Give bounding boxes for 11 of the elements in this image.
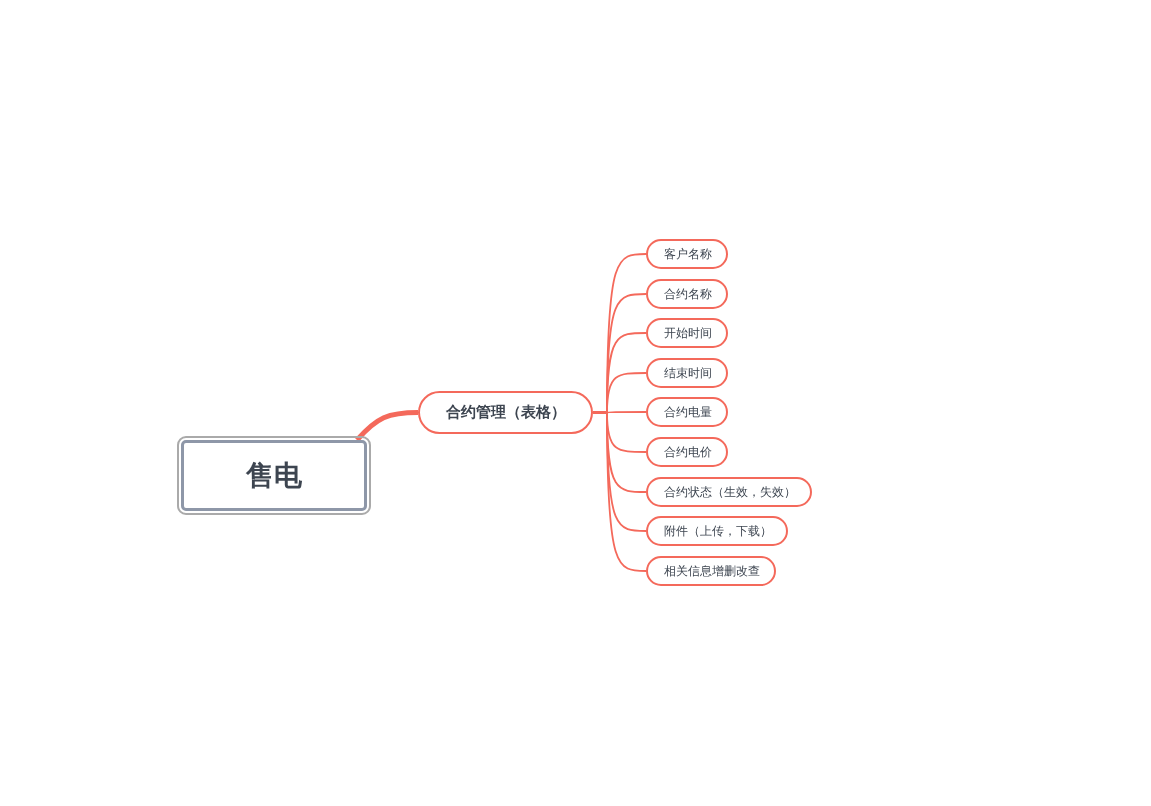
subtopic-box: 合约电量 (646, 397, 728, 427)
topic-box: 合约管理（表格） (418, 391, 593, 434)
subtopic-box: 开始时间 (646, 318, 728, 348)
connector-line (355, 410, 419, 442)
subtopic-box: 合约名称 (646, 279, 728, 309)
subtopic-box: 结束时间 (646, 358, 728, 388)
subtopic-box: 相关信息增删改查 (646, 556, 776, 586)
subtopic-box: 合约状态（生效，失效） (646, 477, 812, 507)
subtopic-box: 合约电价 (646, 437, 728, 467)
subtopic-box: 附件（上传，下载） (646, 516, 788, 546)
subtopic-box: 客户名称 (646, 239, 728, 269)
